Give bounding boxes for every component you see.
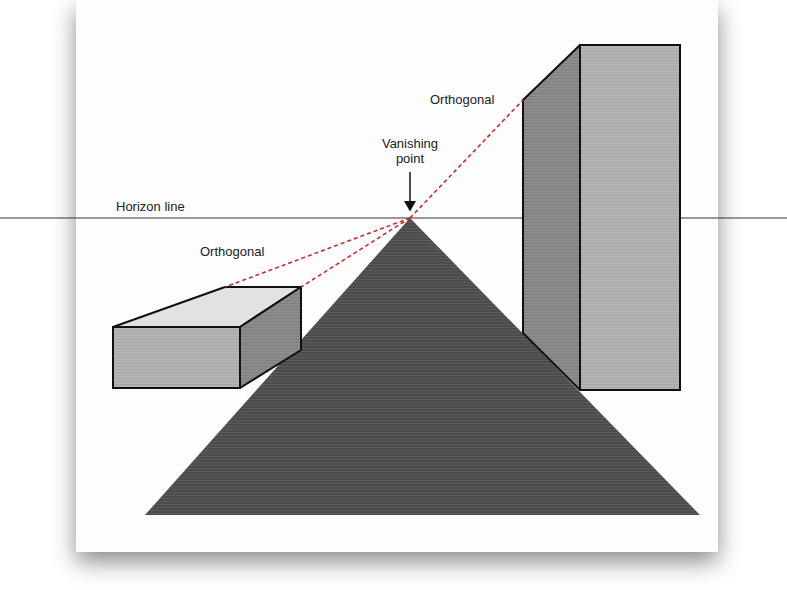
orthogonal-label: Orthogonal [200,244,264,259]
orthogonal-line [410,100,523,218]
tower-front [580,45,680,390]
orthogonal-line [301,218,410,287]
horizon-label: Horizon line [116,199,185,214]
orthogonal-label: Orthogonal [430,92,494,107]
vanishing-point-label: Vanishing point [374,136,446,166]
box-side [240,287,301,388]
tower-side [523,45,580,390]
pointer-arrow [409,172,411,210]
box-front [113,327,240,388]
